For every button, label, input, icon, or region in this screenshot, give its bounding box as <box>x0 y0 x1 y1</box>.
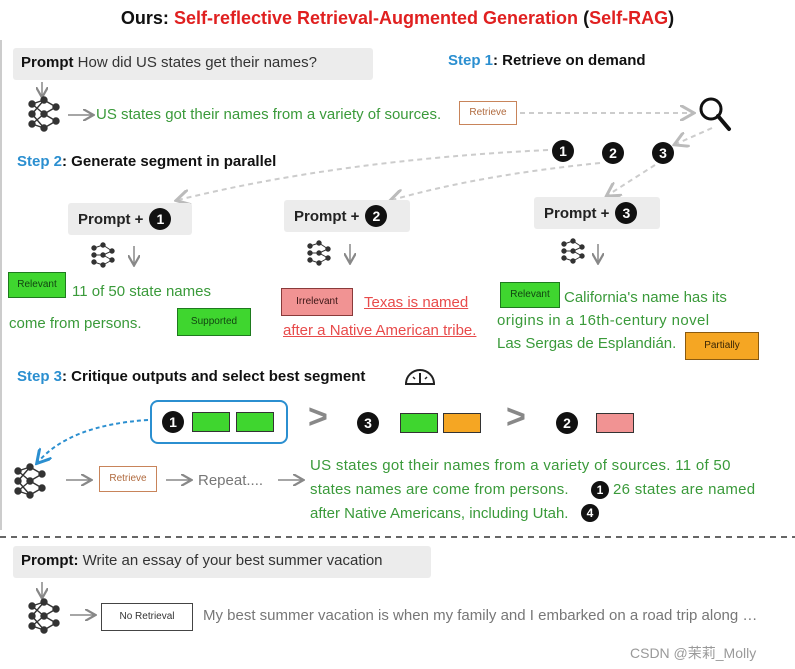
prompt-box-2: Prompt: Write an essay of your best summ… <box>13 546 431 578</box>
greater-than-sign: > <box>506 398 526 436</box>
prompt-plus-number: 3 <box>615 202 638 224</box>
language-model-icon <box>28 96 60 132</box>
final-line2b: 26 states are named <box>613 481 756 498</box>
language-model-icon <box>14 463 46 499</box>
title-acronym: Self-RAG <box>589 8 669 28</box>
retrieve-token: Retrieve <box>99 466 157 492</box>
final-line2a: states names are come from persons. <box>310 481 569 498</box>
partially-token-block <box>443 413 481 433</box>
retrieve-token: Retrieve <box>459 101 517 125</box>
language-model-icon <box>561 238 585 264</box>
supported-token-block <box>236 412 274 432</box>
citation-4: 4 <box>581 504 599 522</box>
title-main: Self-reflective Retrieval-Augmented Gene… <box>173 8 579 28</box>
prompt-plus-3: Prompt + 3 <box>534 197 660 229</box>
relevant-token-block <box>400 413 438 433</box>
rank-number-2: 2 <box>556 412 578 434</box>
citation-1: 1 <box>591 481 609 499</box>
gauge-icon <box>404 369 436 385</box>
language-model-icon <box>91 242 115 268</box>
title-prefix: Ours: <box>120 8 174 28</box>
segment3-line3: Las Sergas de Esplandián. <box>497 335 677 352</box>
prompt-plus-label: Prompt + <box>544 204 610 222</box>
prompt-plus-1: Prompt + 1 <box>68 203 192 235</box>
passage-number-1: 1 <box>552 140 574 162</box>
segment1-line2: come from persons. <box>9 315 142 332</box>
prompt-plus-number: 2 <box>365 205 388 227</box>
supported-token: Supported <box>177 308 251 336</box>
segment3-line2: origins in a 16th-century novel <box>497 312 710 329</box>
step1-heading: Step 1: Retrieve on demand <box>448 52 646 69</box>
generated-sentence: US states got their names from a variety… <box>96 106 442 123</box>
step2-heading: Step 2: Generate segment in parallel <box>17 153 276 170</box>
prompt-label: Prompt <box>21 54 74 71</box>
relevant-token: Relevant <box>500 282 560 308</box>
repeat-label: Repeat.... <box>198 472 264 489</box>
irrelevant-token-block <box>596 413 634 433</box>
step1-number: Step 1 <box>448 52 494 69</box>
prompt-plus-label: Prompt + <box>294 207 360 225</box>
diagram-title: Ours: Self-reflective Retrieval-Augmente… <box>0 8 795 29</box>
best-segment-highlight <box>150 400 288 444</box>
prompt-text: Write an essay of your best summer vacat… <box>78 552 383 569</box>
relevant-token-block <box>192 412 230 432</box>
prompt-box-1: Prompt How did US states get their names… <box>13 48 373 80</box>
language-model-icon <box>307 240 331 266</box>
step3-text: : Critique outputs and select best segme… <box>62 368 366 385</box>
step2-text: : Generate segment in parallel <box>62 153 277 170</box>
step3-heading: Step 3: Critique outputs and select best… <box>17 368 365 385</box>
irrelevant-token: Irrelevant <box>281 288 353 316</box>
no-retrieval-token: No Retrieval <box>101 603 193 631</box>
final-line1: US states got their names from a variety… <box>310 457 731 474</box>
watermark: CSDN @茉莉_Molly <box>630 645 757 661</box>
title-open: ( <box>578 8 590 28</box>
passage-number-2: 2 <box>602 142 624 164</box>
title-close: ) <box>668 8 675 28</box>
rank-number-3: 3 <box>357 412 379 434</box>
segment3-line1: California's name has its <box>564 289 727 306</box>
partially-token: Partially <box>685 332 759 360</box>
step3-number: Step 3 <box>17 368 63 385</box>
prompt-plus-2: Prompt + 2 <box>284 200 410 232</box>
rank-number-1: 1 <box>162 411 184 433</box>
step1-text: : Retrieve on demand <box>493 52 646 69</box>
step2-number: Step 2 <box>17 153 63 170</box>
prompt-text: How did US states get their names? <box>73 54 317 71</box>
segment2-line2: after a Native American tribe. <box>283 322 477 339</box>
prompt-plus-label: Prompt + <box>78 210 144 228</box>
final-line3: after Native Americans, including Utah. <box>310 505 569 522</box>
search-icon <box>699 97 731 131</box>
segment1-line1: 11 of 50 state names <box>72 283 211 300</box>
essay-output: My best summer vacation is when my famil… <box>203 607 758 624</box>
segment2-line1: Texas is named <box>364 294 469 311</box>
passage-number-3: 3 <box>652 142 674 164</box>
prompt-plus-number: 1 <box>149 208 172 230</box>
prompt-label: Prompt: <box>21 552 79 569</box>
greater-than-sign: > <box>308 398 328 436</box>
language-model-icon <box>28 598 60 634</box>
relevant-token: Relevant <box>8 272 66 298</box>
